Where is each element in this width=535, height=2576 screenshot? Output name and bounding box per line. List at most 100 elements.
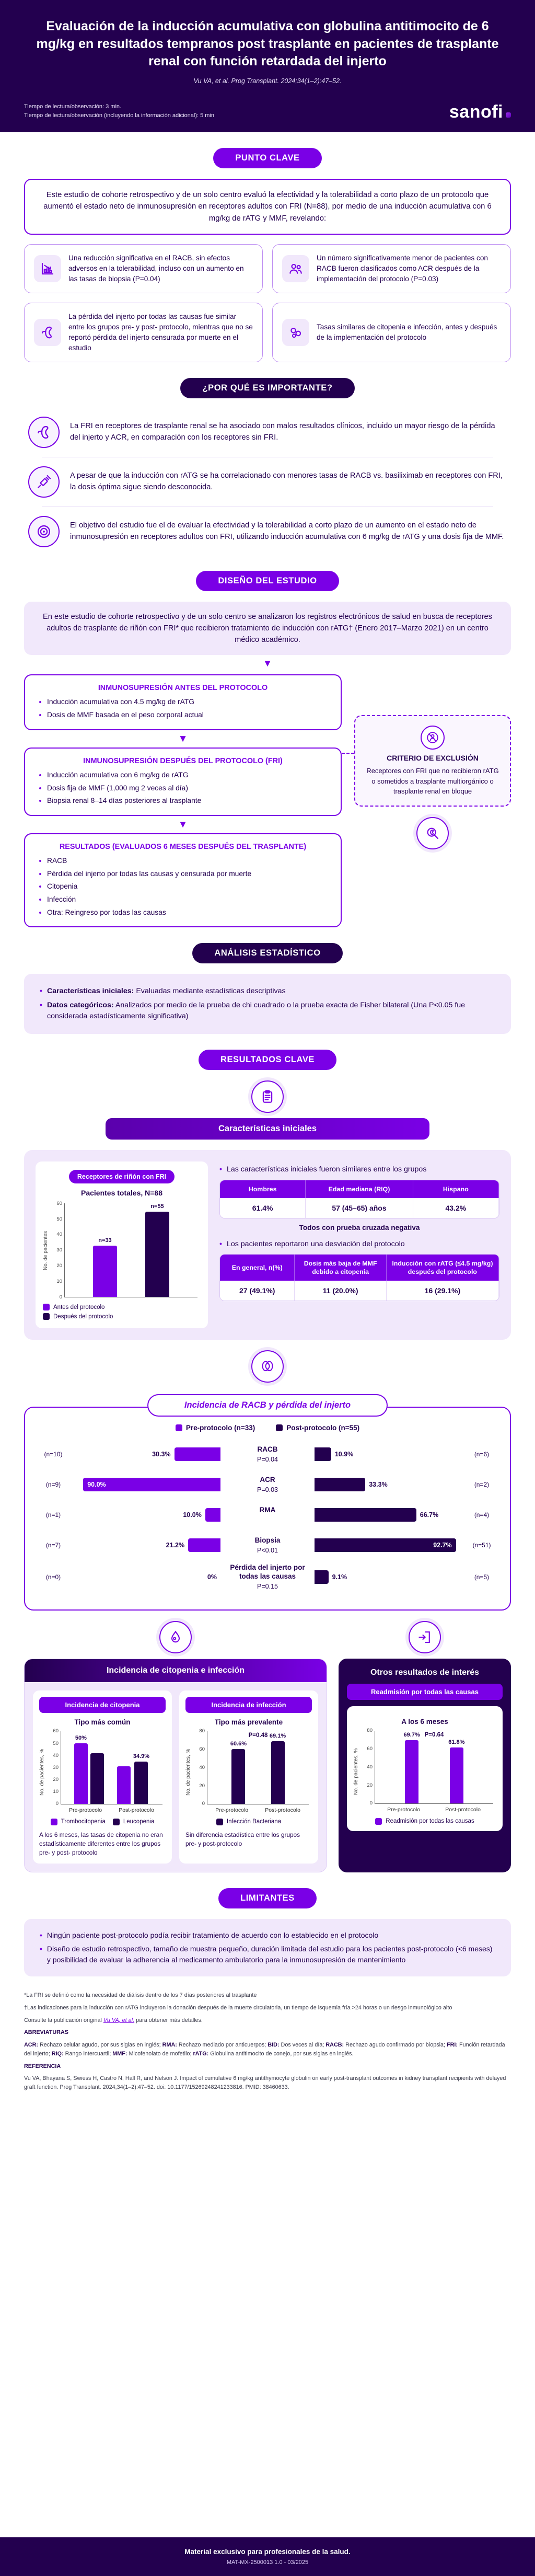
table-header: Hombres <box>220 1180 306 1198</box>
footer: Material exclusivo para profesionales de… <box>0 2537 535 2576</box>
analysis-lead: Datos categóricos: <box>46 1000 114 1009</box>
why-important-section: ¿POR QUÉ ES IMPORTANTE? La FRI en recept… <box>0 362 535 555</box>
tornado-row-graft-loss: (n=0) 0% Pérdida del injerto por todas l… <box>39 1563 496 1591</box>
table-header: Hispano <box>413 1180 499 1198</box>
other-results-card: Otros resultados de interés Readmisión p… <box>339 1658 511 1873</box>
down-arrow-icon: ▼ <box>178 733 188 744</box>
y-tick: 0 <box>202 1801 205 1807</box>
legend-item: Después del protocolo <box>43 1313 113 1320</box>
legend-item: Pre-protocolo (n=33) <box>175 1424 255 1432</box>
header: Evaluación de la inducción acumulativa c… <box>0 0 535 132</box>
post-n-label: (n=6) <box>474 1451 490 1458</box>
baseline-characteristics-heading: Características iniciales <box>106 1118 429 1140</box>
abbr-key: BID: <box>268 2042 280 2049</box>
x-tick: Post-protocolo <box>265 1807 300 1813</box>
design-bullet: Inducción acumulativa con 6 mg/kg de rAT… <box>47 770 328 781</box>
publication-link[interactable]: Vu VA, et al. <box>103 2017 135 2023</box>
bar-leukopenia-pre <box>90 1753 104 1804</box>
post-bar-track: 9.1% <box>315 1570 467 1584</box>
pre-bar-track: 10.0% <box>68 1508 220 1522</box>
exclusion-column: CRITERIO DE EXCLUSIÓN Receptores con FRI… <box>342 674 511 927</box>
key-point-card-text: Tasas similares de citopenia e infección… <box>317 323 497 341</box>
patients-bar-chart: No. de pacientes 0 10 20 30 40 50 60 n=3… <box>43 1200 201 1299</box>
bar-bacterial-post <box>271 1741 285 1804</box>
pre-bar-track: 30.3% <box>68 1447 220 1462</box>
chart-legend: Antes del protocolo Después del protocol… <box>43 1304 113 1320</box>
post-bar: 33.3% <box>315 1478 388 1492</box>
row-category: RMA <box>220 1506 315 1524</box>
design-bullet: Biopsia renal 8–14 días posteriores al t… <box>47 796 328 807</box>
key-point-cards: Una reducción significativa en el RACB, … <box>24 244 511 362</box>
abbr-key: ACR: <box>24 2042 38 2049</box>
abbr-value: Rechazo celular agudo, por sus siglas en… <box>40 2042 161 2049</box>
pre-value-label: 0% <box>207 1573 217 1581</box>
legend-item: Antes del protocolo <box>43 1304 113 1311</box>
legend-swatch-purple <box>43 1304 50 1311</box>
abbr-key: FRI: <box>447 2042 458 2049</box>
post-n-label: (n=5) <box>474 1573 490 1581</box>
key-point-card-text: La pérdida del injerto por todas las cau… <box>68 313 253 352</box>
y-tick: 60 <box>367 1745 373 1752</box>
x-tick: Post-protocolo <box>119 1807 154 1813</box>
bar-value-label: 34.9% <box>133 1753 150 1760</box>
legend-swatch-dark <box>112 1818 120 1825</box>
hcp-exclusive-line: Material exclusivo para profesionales de… <box>184 2548 351 2556</box>
pre-n-label: (n=1) <box>45 1511 61 1519</box>
racb-graft-loss-chart: Incidencia de RACB y pérdida del injerto… <box>24 1394 511 1611</box>
legend-item: Infección Bacteriana <box>216 1818 282 1825</box>
bar-value-label: 50% <box>75 1735 87 1742</box>
pre-bar-track: 0% <box>68 1570 220 1584</box>
key-results-section: RESULTADOS CLAVE Características inicial… <box>0 1034 535 1873</box>
plot-area: 0 10 20 30 40 50 60 50% <box>53 1729 162 1806</box>
y-tick: 0 <box>369 1800 373 1807</box>
legend-swatch-dark <box>43 1313 50 1320</box>
cytopenia-infection-body: Incidencia de citopenia Tipo más común N… <box>25 1682 327 1872</box>
down-arrow-icon: ▼ <box>262 658 273 670</box>
legend-label: Infección Bacteriana <box>226 1819 282 1825</box>
pre-bar: 21.2% <box>166 1538 220 1552</box>
footnote-ratg: †Las indicaciones para la inducción con … <box>24 2004 452 2011</box>
y-tick: 0 <box>55 1801 59 1807</box>
x-tick: Pre-protocolo <box>387 1806 421 1813</box>
exclusion-criteria-box: CRITERIO DE EXCLUSIÓN Receptores con FRI… <box>354 715 511 807</box>
y-tick: 60 <box>199 1746 205 1752</box>
pre-value-label: 21.2% <box>166 1542 185 1549</box>
bar-value-label: n=33 <box>98 1237 112 1244</box>
bullet-icon: • <box>40 1931 42 1940</box>
legend-swatch-purple <box>375 1818 382 1825</box>
limitations-box: •Ningún paciente post-protocolo podía re… <box>24 1919 511 1977</box>
cytopenia-chart-heading: Incidencia de citopenia <box>39 1696 166 1713</box>
footnote-fri: *La FRI se definió como la necesidad de … <box>24 1992 257 1999</box>
legend-label: Trombocitopenia <box>61 1819 106 1825</box>
y-axis-label: No. de pacientes <box>43 1230 49 1270</box>
reading-time-1: Tiempo de lectura/observación: 3 min. <box>24 103 122 110</box>
p-value-label: P=0.04 <box>257 1455 278 1463</box>
kidney-icon <box>34 318 61 346</box>
abbr-value: Rechazo mediado por anticuerpos; <box>178 2042 266 2049</box>
y-tick: 40 <box>367 1764 373 1770</box>
post-value-label: 9.1% <box>332 1573 347 1581</box>
y-axis-label: No. de pacientes, % <box>39 1749 45 1796</box>
bar-readmission-pre <box>405 1740 419 1803</box>
design-bullet: Otra: Reingreso por todas las causas <box>47 907 328 918</box>
y-tick: 60 <box>56 1200 62 1206</box>
total-patients-label: Pacientes totales, N=88 <box>80 1189 163 1198</box>
outcomes-box: RESULTADOS (EVALUADOS 6 MESES DESPUÉS DE… <box>24 833 342 928</box>
importance-item-ratg: A pesar de que la inducción con rATG se … <box>24 458 511 505</box>
infection-chart-subtitle: Tipo más prevalente <box>214 1718 283 1726</box>
bar-value-label: 60.6% <box>230 1740 247 1747</box>
abbr-key: MMF: <box>112 2050 127 2057</box>
bar-thrombocytopenia-pre <box>74 1743 88 1804</box>
abbr-value: Globulina antitimocito de conejo, por su… <box>210 2050 354 2057</box>
plot-area: P=0.48 0 20 40 60 80 60.6% 69.1% <box>199 1729 309 1806</box>
post-value-label: 92.7% <box>433 1542 452 1549</box>
abbr-value: Rechazo agudo confirmado por biopsia; <box>345 2042 446 2049</box>
key-point-heading: PUNTO CLAVE <box>213 147 322 168</box>
pre-n-label: (n=10) <box>44 1451 63 1458</box>
key-results-heading: RESULTADOS CLAVE <box>198 1050 337 1071</box>
abbr-key: rATG: <box>193 2050 209 2057</box>
pre-bar: 90.0% <box>83 1478 220 1492</box>
